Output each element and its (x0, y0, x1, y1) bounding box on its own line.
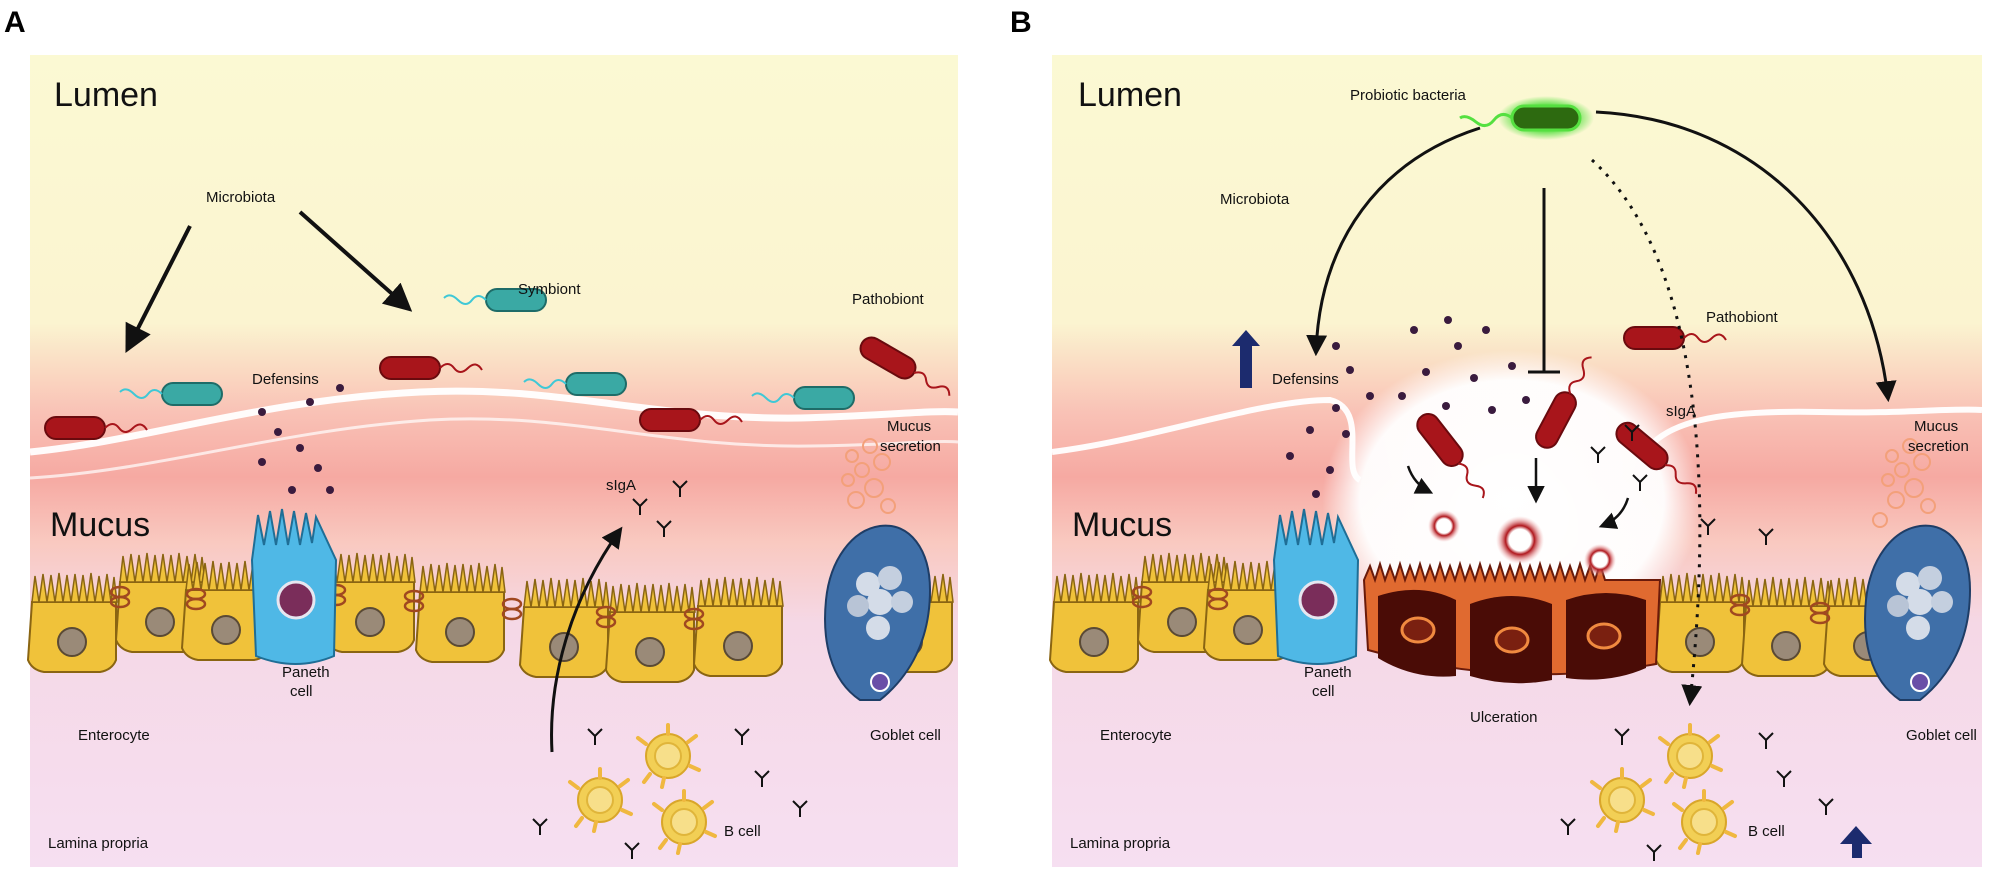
mucus-secretion-label-line2: secretion (1908, 438, 1969, 455)
increase-arrow-icon (1840, 826, 1872, 858)
b-cell-label: B cell (1748, 823, 1785, 840)
goblet-cell (1864, 438, 1972, 701)
panel-b-letter: B (1010, 6, 1032, 39)
probiotic-label: Probiotic bacteria (1350, 87, 1467, 104)
curved-arrow (1598, 497, 1630, 529)
symbiont-label: Symbiont (518, 281, 581, 298)
bcell-to-siga-arrow (550, 526, 623, 753)
microbiota-arrow (298, 210, 413, 312)
ulceration-label: Ulceration (1470, 709, 1538, 726)
defensins-label: Defensins (252, 371, 319, 388)
inflammation-spot (1496, 516, 1544, 564)
curved-arrow (1406, 465, 1434, 494)
enterocyte-label: Enterocyte (78, 727, 150, 744)
probiotic-to-bcell-dotted-arrow (1590, 158, 1703, 707)
goblet-cell (824, 438, 932, 701)
pathobiont-label: Pathobiont (852, 291, 925, 308)
b-cell-label: B cell (724, 823, 761, 840)
panel-a-letter: A (4, 6, 26, 39)
mucus-secretion-label-line1: Mucus (887, 418, 931, 435)
lumen-label: Lumen (1078, 76, 1182, 114)
mucus-layer-line (29, 387, 959, 456)
paneth-label-line1: Paneth (1304, 664, 1352, 681)
panel-b: B (1010, 6, 1983, 867)
mucus-secretion-label-line1: Mucus (1914, 418, 1958, 435)
pathobiont-label: Pathobiont (1706, 309, 1779, 326)
microbiota-label: Microbiota (1220, 191, 1290, 208)
paneth-label-line2: cell (290, 683, 313, 700)
paneth-cell (1272, 508, 1360, 665)
paneth-cell (250, 508, 338, 665)
defensins-label: Defensins (1272, 371, 1339, 388)
defensin-dots (258, 384, 344, 494)
siga-label: sIgA (606, 477, 636, 494)
inflammation-spot (1584, 544, 1616, 576)
defensin-dots (1286, 316, 1530, 498)
paneth-label-line2: cell (1312, 683, 1335, 700)
lamina-propria-label: Lamina propria (1070, 835, 1171, 852)
mucus-secretion-label-line2: secretion (880, 438, 941, 455)
probiotic-bacterium (1459, 96, 1594, 140)
mucus-label: Mucus (1072, 506, 1172, 544)
probiotic-to-defensins-arrow (1306, 126, 1481, 357)
mucus-label: Mucus (50, 506, 150, 544)
probiotic-to-mucus-arrow (1595, 110, 1897, 403)
enterocyte-label: Enterocyte (1100, 727, 1172, 744)
panel-a-background (30, 55, 958, 867)
siga-label: sIgA (1666, 403, 1696, 420)
microbiota-label: Microbiota (206, 189, 276, 206)
microbiota-arrow (125, 225, 192, 353)
lumen-label: Lumen (54, 76, 158, 114)
goblet-label: Goblet cell (870, 727, 941, 744)
panel-a: A (4, 6, 959, 867)
goblet-label: Goblet cell (1906, 727, 1977, 744)
paneth-label-line1: Paneth (282, 664, 330, 681)
increase-arrow-icon (1232, 330, 1260, 388)
inflammation-spot (1428, 510, 1460, 542)
lamina-propria-label: Lamina propria (48, 835, 149, 852)
damaged-epithelium (1362, 560, 1662, 684)
